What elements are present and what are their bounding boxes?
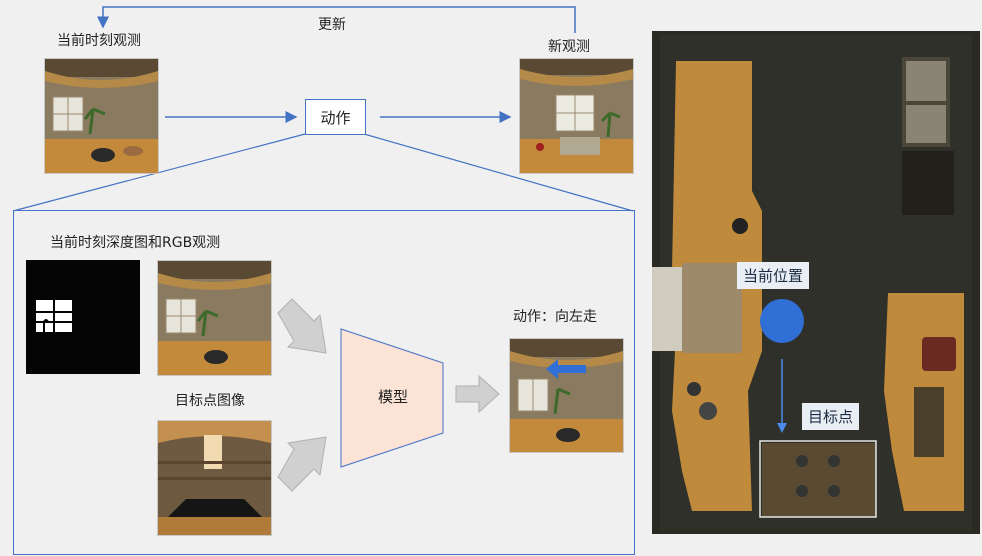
action-result-image [509,338,624,453]
goal-image [157,420,272,536]
update-label: 更新 [318,17,346,33]
action-box: 动作 [305,99,366,135]
depth-image [26,260,140,374]
input-arrows [277,298,327,492]
model-label: 模型 [377,388,408,406]
depth-rgb-label: 当前时刻深度图和RGB观测 [50,235,221,251]
goal-label: 目标点 [802,403,860,430]
top-arrows [12,6,634,212]
update-loop-arrow [97,6,576,33]
rgb-image [157,260,272,376]
model-shape [340,328,444,468]
new-obs-label: 新观测 [548,39,590,55]
current-obs-label: 当前时刻观测 [57,33,141,49]
goal-image-label: 目标点图像 [175,393,245,409]
current-position-label: 当前位置 [737,262,810,289]
zoom-line-right [363,133,634,212]
detail-frame [13,210,635,555]
action-result-label: 动作：向左走 [513,309,597,325]
current-observation-image [44,58,159,174]
topdown-map [652,31,980,534]
new-observation-image [519,58,634,174]
goal-to-model-arrow [277,436,327,492]
rgb-to-model-arrow [277,298,327,354]
zoom-line-left [12,133,306,212]
current-position-dot [760,299,804,343]
left-arrow-icon [546,359,586,379]
goal-box [759,440,877,518]
output-arrow [455,374,500,414]
